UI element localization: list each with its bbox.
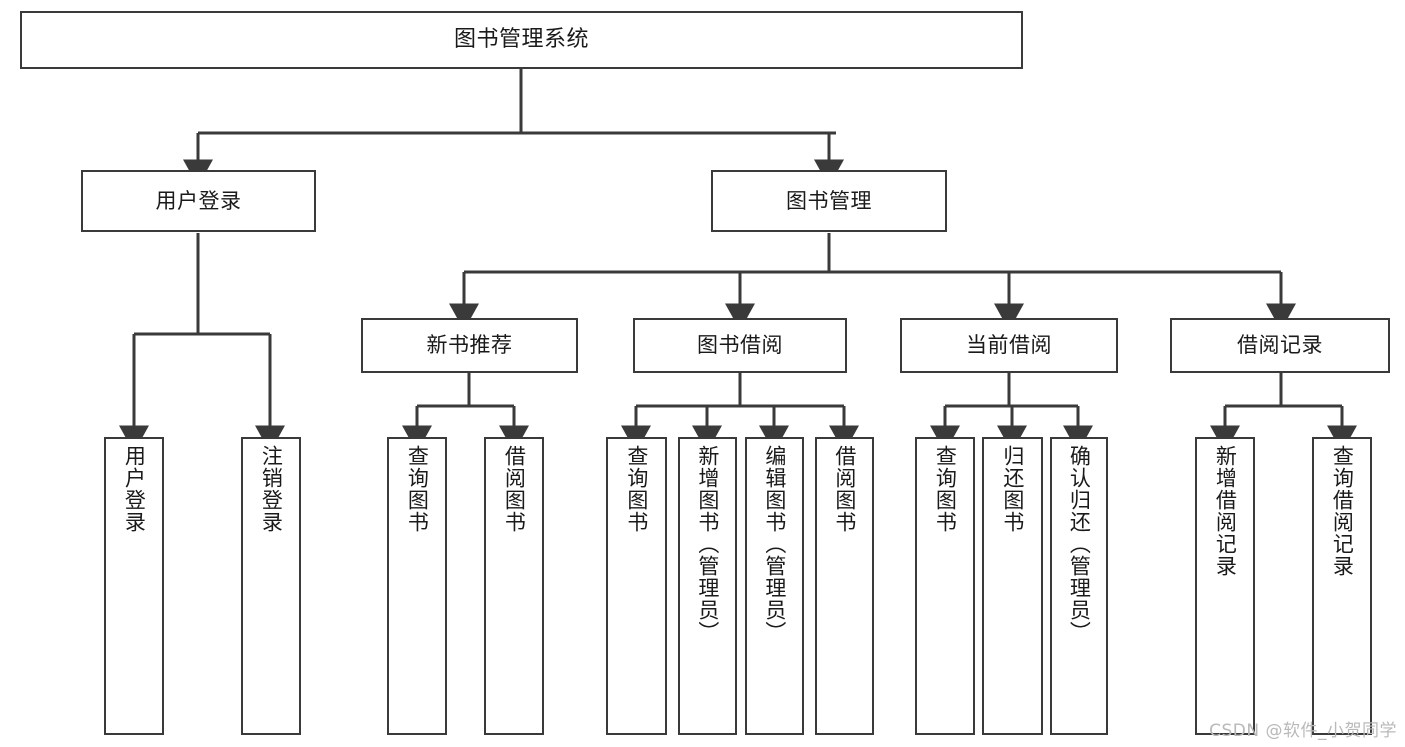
node-label: 借阅图书 — [502, 445, 527, 533]
leaf-return-book[interactable]: 归还图书 — [982, 437, 1043, 735]
leaf-query-book-current[interactable]: 查询图书 — [915, 437, 975, 735]
node-label: 当前借阅 — [966, 333, 1052, 358]
node-current-borrow[interactable]: 当前借阅 — [900, 318, 1118, 373]
leaf-borrow-book[interactable]: 借阅图书 — [815, 437, 874, 735]
leaf-user-login[interactable]: 用户登录 — [104, 437, 164, 735]
node-label: 新书推荐 — [426, 333, 513, 358]
node-book-management[interactable]: 图书管理 — [711, 170, 947, 232]
leaf-query-book-borrow[interactable]: 查询图书 — [606, 437, 667, 735]
node-root-system[interactable]: 图书管理系统 — [20, 11, 1023, 69]
node-label: 借阅记录 — [1237, 333, 1323, 358]
leaf-add-borrow-record[interactable]: 新增借阅记录 — [1195, 437, 1255, 735]
node-book-borrow[interactable]: 图书借阅 — [633, 318, 847, 373]
node-label: 图书管理 — [786, 188, 872, 213]
node-label: 查询借阅记录 — [1330, 445, 1355, 577]
node-label: 借阅图书 — [832, 445, 857, 533]
node-label: 查询图书 — [405, 445, 430, 533]
node-label: 图书管理系统 — [453, 27, 589, 53]
node-label: 查询图书 — [624, 445, 649, 533]
leaf-add-book-admin[interactable]: 新增图书（管理员） — [678, 437, 737, 735]
node-user-login[interactable]: 用户登录 — [81, 170, 316, 232]
leaf-confirm-return-admin[interactable]: 确认归还（管理员） — [1050, 437, 1108, 735]
leaf-query-borrow-record[interactable]: 查询借阅记录 — [1312, 437, 1372, 735]
leaf-query-book-recommend[interactable]: 查询图书 — [387, 437, 447, 735]
node-label: 确认归还（管理员） — [1067, 445, 1092, 643]
node-borrow-records[interactable]: 借阅记录 — [1170, 318, 1390, 373]
node-label: 用户登录 — [122, 445, 147, 533]
node-label: 用户登录 — [155, 188, 242, 213]
node-new-book-recommend[interactable]: 新书推荐 — [361, 318, 578, 373]
leaf-logout[interactable]: 注销登录 — [241, 437, 301, 735]
node-label: 注销登录 — [259, 445, 284, 533]
node-label: 新增借阅记录 — [1213, 445, 1238, 577]
node-label: 新增图书（管理员） — [695, 445, 720, 643]
node-label: 归还图书 — [1000, 445, 1025, 533]
leaf-borrow-book-recommend[interactable]: 借阅图书 — [484, 437, 544, 735]
node-label: 图书借阅 — [697, 333, 783, 358]
node-label: 查询图书 — [933, 445, 958, 533]
leaf-edit-book-admin[interactable]: 编辑图书（管理员） — [745, 437, 804, 735]
watermark-text: CSDN @软件_小贺同学 — [1209, 721, 1397, 741]
node-label: 编辑图书（管理员） — [762, 445, 787, 643]
